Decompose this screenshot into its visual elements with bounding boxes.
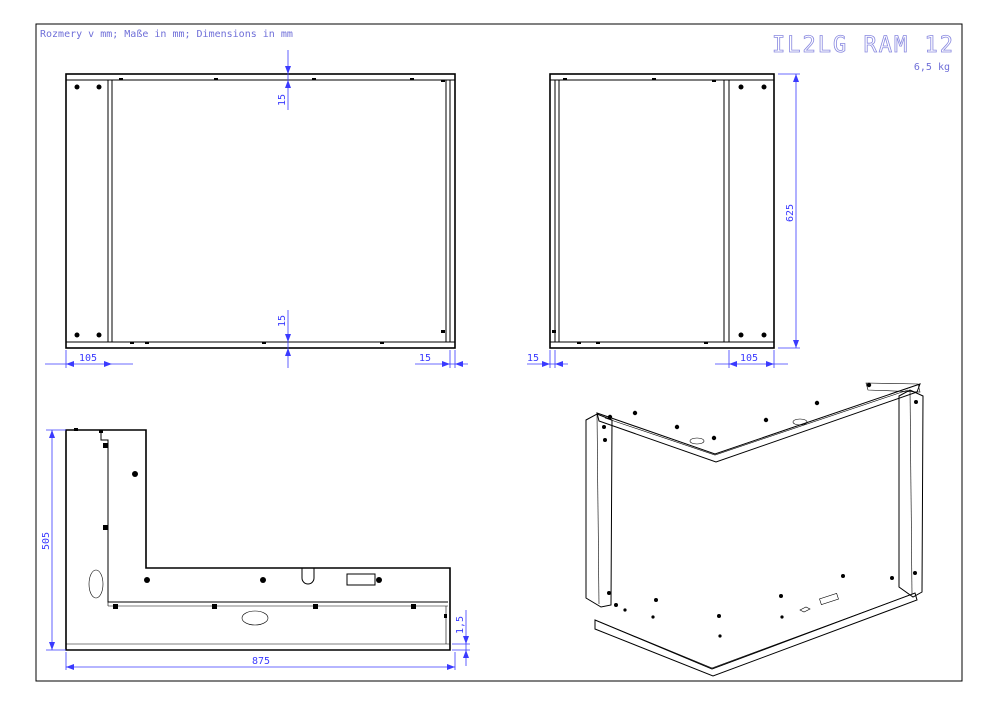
sheet-border (35, 23, 963, 682)
plan-edge-label: 1,5 (455, 616, 466, 634)
side-left-gap-label: 15 (527, 353, 539, 364)
side-view (549, 73, 775, 349)
side-height-label: 625 (785, 204, 796, 222)
side-right-width-label: 105 (740, 353, 758, 364)
drawing-title: IL2LG RAM 12 (772, 33, 955, 58)
plan-width-label: 875 (252, 656, 270, 667)
weight-label: 6,5 kg (914, 62, 950, 73)
units-note: Rozmery v mm; Maße in mm; Dimensions in … (40, 29, 293, 40)
side-dimensions: 625 15 105 (527, 73, 800, 368)
front-left-width-label: 105 (79, 353, 97, 364)
front-right-gap-label: 15 (419, 353, 431, 364)
front-bottom-gap-label: 15 (277, 315, 288, 327)
front-dimensions: 15 15 105 15 (45, 50, 468, 368)
plan-view (65, 428, 451, 651)
front-view (65, 73, 456, 349)
plan-depth-label: 505 (41, 532, 52, 550)
front-top-gap-label: 15 (277, 94, 288, 106)
isometric-view (585, 382, 924, 677)
plan-dimensions: 505 875 1,5 (41, 429, 470, 670)
